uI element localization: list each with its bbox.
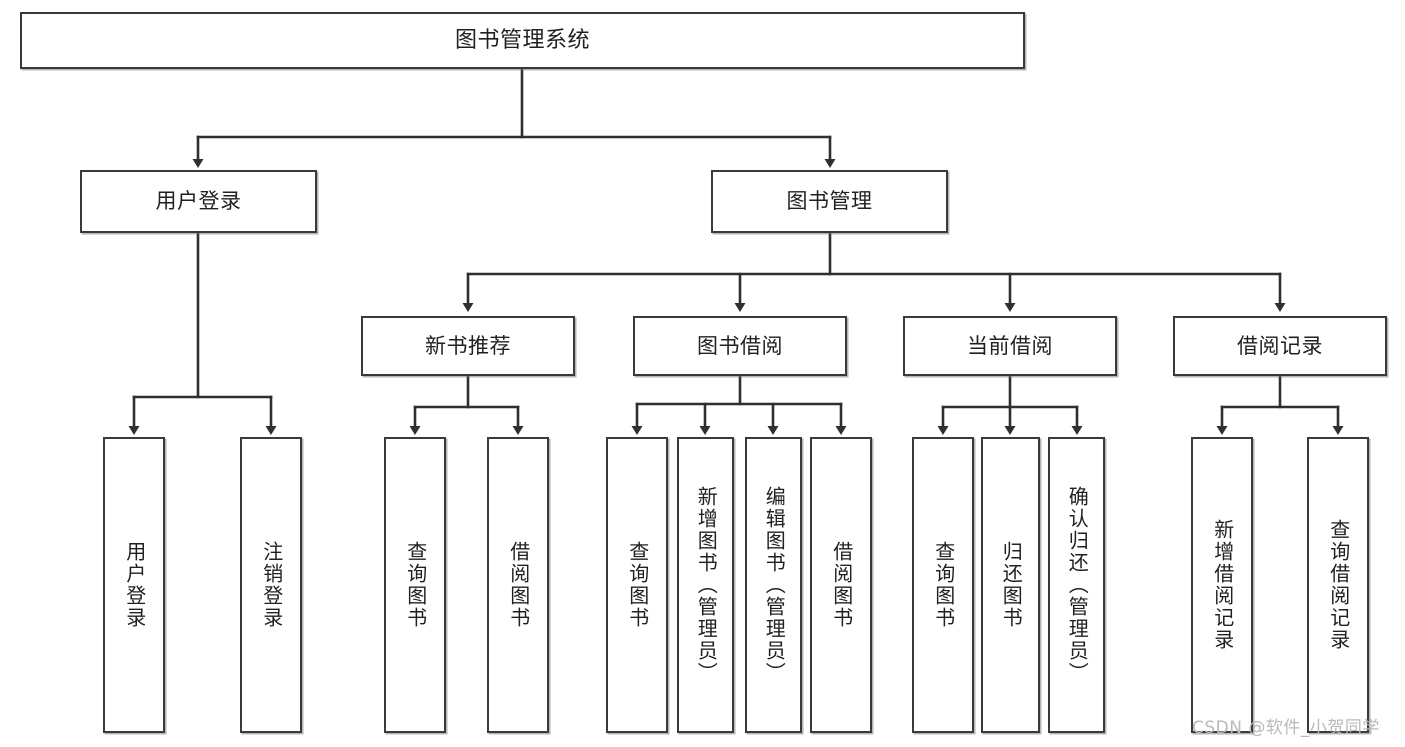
node-label: 借阅记录 — [1237, 333, 1323, 358]
leaf-record-add-borrow-record[interactable]: 新增借阅记录 — [1191, 437, 1253, 733]
leaf-borrow-query-book[interactable]: 查询图书 — [606, 437, 668, 733]
node-root-book-management-system[interactable]: 图书管理系统 — [20, 12, 1025, 69]
node-book-management[interactable]: 图书管理 — [711, 170, 948, 233]
leaf-current-return-book[interactable]: 归还图书 — [981, 437, 1040, 733]
leaf-borrow-borrow-book[interactable]: 借阅图书 — [810, 437, 872, 733]
node-label: 新增图书（管理员） — [694, 486, 719, 684]
node-label: 查询图书 — [403, 541, 428, 629]
node-label: 新增借阅记录 — [1210, 519, 1235, 651]
node-label: 注销登录 — [259, 541, 284, 629]
leaf-borrow-add-book-admin[interactable]: 新增图书（管理员） — [677, 437, 734, 733]
node-book-borrow[interactable]: 图书借阅 — [633, 316, 847, 376]
csdn-watermark: CSDN @软件_小贺同学 — [1192, 718, 1380, 738]
node-user-login[interactable]: 用户登录 — [80, 170, 317, 233]
node-label: 查询借阅记录 — [1326, 519, 1351, 651]
node-label: 图书借阅 — [697, 333, 783, 358]
leaf-user-logout[interactable]: 注销登录 — [240, 437, 302, 733]
node-label: 查询图书 — [931, 541, 956, 629]
node-new-book-recommend[interactable]: 新书推荐 — [361, 316, 575, 376]
leaf-recommend-borrow-book[interactable]: 借阅图书 — [487, 437, 549, 733]
leaf-record-query-borrow-record[interactable]: 查询借阅记录 — [1307, 437, 1369, 733]
node-label: 确认归还（管理员） — [1065, 486, 1090, 684]
node-label: 用户登录 — [155, 189, 242, 213]
leaf-borrow-edit-book-admin[interactable]: 编辑图书（管理员） — [745, 437, 802, 733]
node-label: 编辑图书（管理员） — [762, 486, 787, 684]
leaf-recommend-query-book[interactable]: 查询图书 — [384, 437, 446, 733]
node-label: 当前借阅 — [967, 333, 1053, 358]
node-current-borrow[interactable]: 当前借阅 — [903, 316, 1117, 376]
node-label: 查询图书 — [625, 541, 650, 629]
node-label: 新书推荐 — [425, 333, 511, 358]
node-borrow-record[interactable]: 借阅记录 — [1173, 316, 1387, 376]
node-label: 归还图书 — [999, 541, 1024, 629]
node-label: 图书管理系统 — [454, 27, 590, 53]
leaf-user-login[interactable]: 用户登录 — [103, 437, 165, 733]
leaf-current-query-book[interactable]: 查询图书 — [912, 437, 974, 733]
node-label: 借阅图书 — [829, 541, 854, 629]
node-label: 用户登录 — [122, 541, 147, 629]
leaf-current-confirm-return-admin[interactable]: 确认归还（管理员） — [1048, 437, 1105, 733]
node-label: 图书管理 — [786, 189, 873, 213]
node-label: 借阅图书 — [506, 541, 531, 629]
